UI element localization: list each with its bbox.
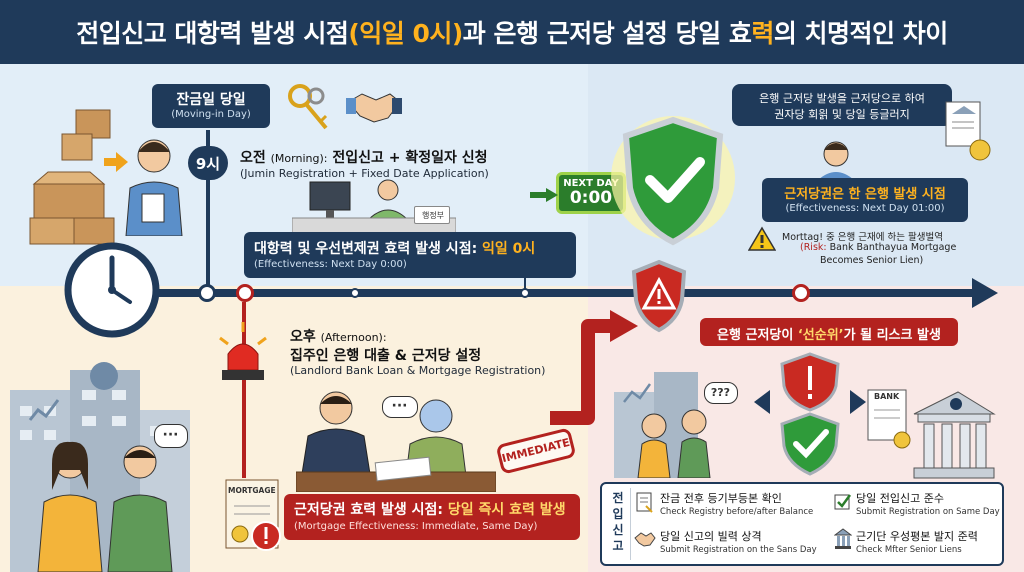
clock-icon	[64, 242, 160, 338]
next-day-badge-time: 0:00	[569, 188, 613, 208]
bank-sign-label: BANK	[874, 392, 900, 401]
risk-city-icon	[614, 372, 711, 478]
timeline-bar	[140, 289, 980, 297]
siren-icon	[219, 322, 267, 380]
worried-couple-icon	[37, 441, 173, 572]
moving-day-title: 잔금일 당일	[176, 92, 246, 108]
desk-sign: 행정부	[414, 206, 450, 224]
bank-effect-box: 근저당권은 한 은행 발생 시점 (Effectiveness: Next Da…	[762, 178, 968, 222]
moving-day-subtitle: (Moving-in Day)	[171, 109, 251, 120]
time-9-badge: 9시	[188, 146, 228, 180]
checklist-divider	[630, 488, 631, 560]
couple-speech-dots: ···	[162, 427, 179, 443]
next-day-effect-title: 대항력 및 우선변제권 효력 발생 시점: 익일 0시	[254, 241, 536, 257]
red-alert-icon	[251, 521, 281, 551]
risk-arrow-icon	[550, 310, 638, 425]
mortgage-effect-subtitle: (Mortgage Effectiveness: Immediate, Same…	[294, 521, 538, 532]
morning-connector	[206, 130, 210, 290]
arrow-right-icon	[104, 152, 128, 172]
mortgage-effect-box: 근저당권 효력 발생 시점: 당일 즉시 효력 발생 (Mortgage Eff…	[284, 494, 580, 540]
timeline-dot-2	[520, 288, 530, 298]
warning-triangle-icon	[748, 226, 776, 251]
question-marks-text: ???	[710, 386, 731, 399]
morning-subtitle: (Jumin Registration + Fixed Date Applica…	[240, 167, 489, 180]
bank-bubble-line2: 권자당 회읡 및 당일 등글러지	[774, 108, 910, 121]
mortgage-effect-title: 근저당권 효력 발생 시점: 당일 즉시 효력 발생	[294, 502, 566, 518]
timeline-node-afternoon	[236, 284, 254, 302]
next-day-effect-box: 대항력 및 우선변제권 효력 발생 시점: 익일 0시 (Effectivene…	[244, 232, 576, 278]
time-9-label: 9시	[195, 155, 221, 173]
loan-signing-scene-icon	[296, 391, 496, 492]
shield-comparison-icon	[754, 352, 866, 476]
next-day-badge-label: NEXT DAY	[563, 178, 619, 189]
registry-document-icon	[636, 492, 653, 513]
risk-banner: 은행 근저당이 ‘선순위’가 될 리스크 발생	[700, 318, 958, 346]
bank-building-icon	[867, 389, 996, 479]
question-bubble: ???	[704, 382, 738, 404]
tenant-person-icon	[125, 139, 183, 236]
couple-speech-bubble: ···	[154, 424, 188, 448]
keys-icon	[288, 84, 328, 130]
shield-check-icon	[611, 116, 735, 246]
next-day-effect-subtitle: (Effectiveness: Next Day 0:00)	[254, 259, 407, 270]
bank-document-icon	[945, 101, 991, 161]
bank-speech-bubble: 은행 근저당 발생을 근저당으로 하여 권자당 회읡 및 당일 등글러지	[732, 84, 952, 126]
bank-bubble-line1: 은행 근저당 발생을 근저당으로 하여	[759, 92, 925, 105]
risk-note-line2: (Risk: Bank Banthayua Mortgage	[800, 242, 957, 253]
risk-note-line1: Morttag! 중 은행 근재에 하는 팔생벌역	[782, 232, 944, 243]
afternoon-title2: 집주인 은행 대출 & 근저당 설정	[290, 348, 482, 364]
moving-boxes-icon	[29, 109, 115, 245]
risk-banner-text: 은행 근저당이 ‘선순위’가 될 리스크 발생	[717, 328, 941, 343]
afternoon-title: 오후 (Afternoon):	[290, 329, 387, 345]
badge-arrow-icon	[530, 188, 558, 202]
red-shield-alert-icon	[631, 259, 687, 333]
bank-effect-title: 근저당권은 한 은행 발생 시점	[784, 187, 946, 202]
timeline-dot-1	[350, 288, 360, 298]
speech-dots-text: ···	[391, 398, 408, 414]
page-title: 전입신고 대항력 발생 시점(익일 0시)과 은행 근저당 설정 당일 효력의 …	[76, 19, 948, 48]
header-banner: 전입신고 대항력 발생 시점(익일 0시)과 은행 근저당 설정 당일 효력의 …	[0, 0, 1024, 64]
morning-title: 오전 (Morning): 전입신고 + 확정일자 신청	[240, 150, 488, 166]
moving-day-label: 잔금일 당일 (Moving-in Day)	[152, 84, 270, 128]
timeline-arrow-icon	[972, 278, 998, 308]
bank-effect-subtitle: (Effectiveness: Next Day 01:00)	[785, 203, 945, 214]
next-day-badge: NEXT DAY 0:00	[556, 172, 626, 214]
effect-connector	[524, 262, 526, 290]
check-box-icon	[834, 494, 852, 510]
handshake-small-icon	[634, 532, 656, 547]
bank-small-icon	[834, 528, 852, 549]
handshake-icon	[346, 93, 402, 123]
worried-person-icon	[818, 141, 854, 180]
afternoon-subtitle: (Landlord Bank Loan & Mortgage Registrat…	[290, 364, 546, 377]
timeline-node-morning	[198, 284, 216, 302]
speech-bubble-dots: ···	[382, 396, 418, 418]
timeline-node-risk	[792, 284, 810, 302]
desk-sign-label: 행정부	[421, 211, 445, 220]
risk-note-line3: Becomes Senior Lien)	[820, 255, 924, 266]
afternoon-connector	[242, 302, 246, 478]
mortgage-doc-label: MORTGAGE	[228, 486, 276, 495]
